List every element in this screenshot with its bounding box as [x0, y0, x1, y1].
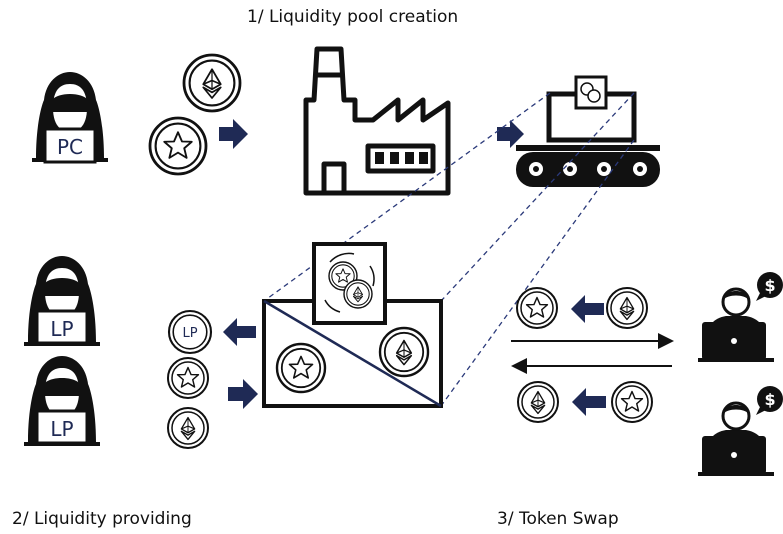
dollar-bubble-icon: $ — [756, 272, 783, 301]
star-coin-icon — [516, 287, 558, 329]
ethereum-coin-icon — [378, 326, 430, 378]
swirl-lines — [324, 252, 375, 313]
user-icon — [696, 287, 776, 364]
user-icon — [696, 401, 776, 478]
star-coin-icon — [275, 342, 327, 394]
lp-screen: LP — [35, 309, 89, 345]
arrow-left-icon — [571, 295, 604, 323]
star-coin-icon — [167, 357, 209, 399]
section-title-pool-creation: 1/ Liquidity pool creation — [247, 7, 459, 27]
star-coin-icon — [611, 381, 653, 423]
lp-token-label: LP — [182, 326, 197, 341]
pc-screen: PC — [43, 127, 97, 164]
factory-windows — [375, 152, 428, 164]
dollar-bubble-icon: $ — [756, 386, 783, 415]
ethereum-coin-icon — [182, 53, 242, 113]
lp-badge: LP — [50, 317, 73, 341]
lp-badge: LP — [50, 417, 73, 441]
dollar-sign: $ — [764, 276, 775, 295]
zoom-lines — [263, 92, 635, 407]
dollar-sign: $ — [764, 390, 775, 409]
star-coin-icon — [148, 116, 208, 176]
pc-badge: PC — [57, 135, 83, 159]
ethereum-coin-icon — [606, 287, 648, 329]
factory-icon — [303, 46, 451, 196]
section-title-swap: 3/ Token Swap — [497, 509, 619, 529]
arrow-right-icon — [497, 120, 524, 148]
lp-screen: LP — [35, 409, 89, 445]
ethereum-coin-icon — [343, 279, 373, 309]
arrow-left-icon — [572, 388, 606, 416]
lp-coin-icon: LP — [167, 309, 213, 355]
conveyor-icon — [516, 75, 660, 187]
arrow-right-icon — [228, 379, 258, 409]
arrow-right-icon — [219, 119, 248, 149]
arrow-left-icon — [223, 318, 256, 346]
section-title-providing: 2/ Liquidity providing — [12, 509, 192, 529]
ethereum-coin-icon — [167, 407, 209, 449]
ethereum-coin-icon — [517, 381, 559, 423]
